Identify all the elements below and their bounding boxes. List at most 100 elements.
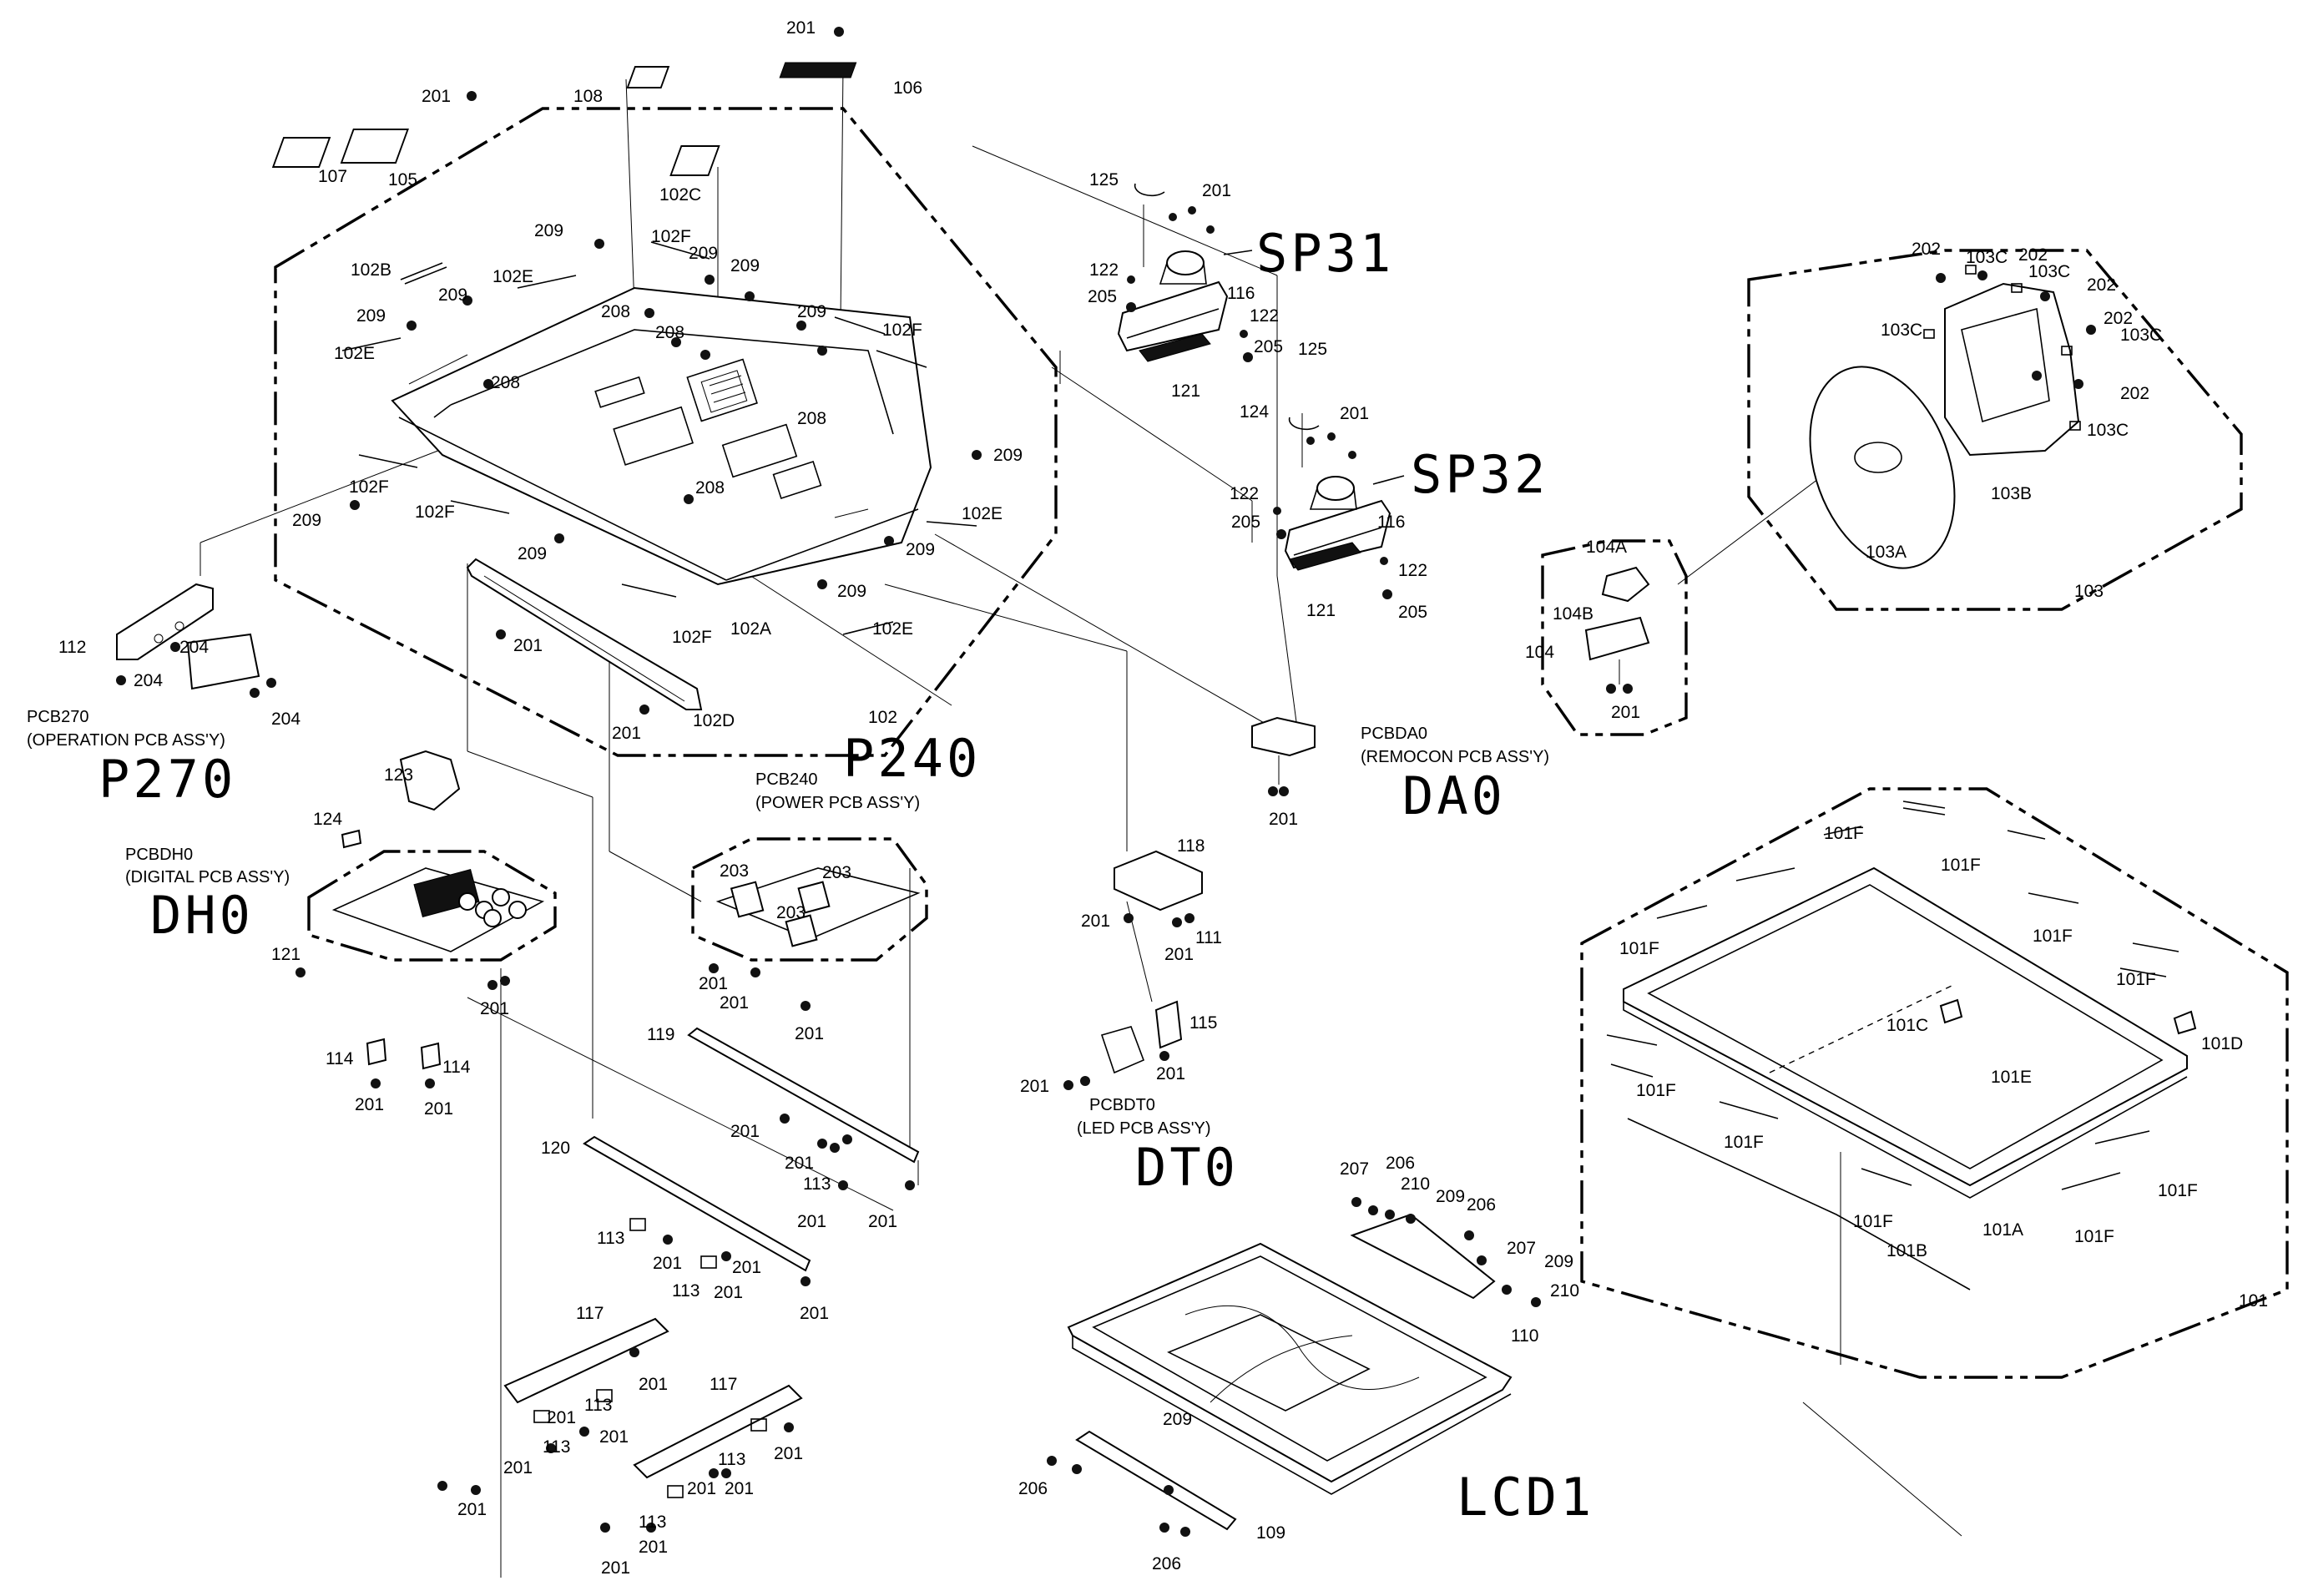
group-boundary-power-pcb — [691, 837, 928, 962]
part-label: 204 — [271, 710, 301, 729]
part-label: 201 — [1156, 1064, 1185, 1083]
part-label: 209 — [993, 446, 1023, 465]
handwritten-mark-p240: P240 — [843, 728, 981, 789]
part-label: 114 — [326, 1049, 354, 1068]
part-label: 101C — [1886, 1016, 1928, 1035]
part-label: 103C — [2087, 421, 2129, 440]
pcb-code-operation: PCB270 — [27, 708, 89, 726]
part-label: 201 — [797, 1212, 826, 1231]
part-label: 104B — [1553, 604, 1593, 624]
part-label: 201 — [714, 1283, 743, 1302]
part-label: 201 — [355, 1095, 384, 1114]
part-label: 110 — [1511, 1326, 1538, 1346]
digital-pcb — [295, 750, 545, 1088]
handwritten-mark-sp32: SP32 — [1411, 444, 1548, 505]
handwritten-mark-sp31: SP31 — [1256, 223, 1394, 284]
pcb-desc-remocon: (REMOCON PCB ASS'Y) — [1361, 748, 1549, 766]
part-label: 208 — [601, 302, 630, 321]
part-label: 121 — [271, 945, 301, 964]
part-label: 201 — [653, 1254, 682, 1273]
handwritten-mark-p270: P270 — [98, 749, 236, 810]
handwritten-mark-dt0: DT0 — [1135, 1137, 1239, 1198]
part-label: 203 — [776, 903, 806, 922]
part-label: 204 — [134, 671, 163, 690]
part-label: 201 — [774, 1444, 803, 1463]
part-label: 201 — [1202, 181, 1231, 200]
group-boundary-102 — [274, 107, 1058, 757]
part-label: 201 — [457, 1500, 487, 1519]
part-label: 103A — [1866, 543, 1907, 562]
part-label: 202 — [1912, 240, 1941, 259]
assembly-label: 102 — [868, 708, 897, 727]
assembly-label: 101 — [2239, 1291, 2268, 1311]
part-label: 209 — [292, 511, 321, 530]
part-label: 112 — [58, 638, 86, 657]
part-label: 102E — [872, 619, 913, 639]
part-label: 206 — [1386, 1154, 1415, 1173]
part-label: 113 — [803, 1174, 831, 1194]
part-label: 206 — [1018, 1479, 1048, 1498]
part-label: 103C — [1881, 321, 1922, 340]
part-label: 208 — [797, 409, 826, 428]
part-label: 122 — [1089, 260, 1119, 280]
part-label: 113 — [543, 1437, 570, 1457]
bracket-117-right — [600, 1384, 803, 1533]
part-label: 101E — [1991, 1068, 2032, 1087]
part-label: 205 — [1231, 513, 1260, 532]
front-frame-tape-strips — [1606, 801, 2179, 1190]
rear-cover-vent-grid — [700, 370, 748, 413]
part-label: 207 — [1507, 1239, 1536, 1258]
operation-pcb-assembly — [116, 583, 276, 698]
part-label: 113 — [639, 1513, 666, 1532]
part-label: 202 — [2104, 309, 2133, 328]
speaker-sp31 — [1117, 183, 1253, 362]
part-label: 121 — [1306, 601, 1336, 620]
part-label: 201 — [725, 1479, 754, 1498]
part-label: 201 — [422, 87, 451, 106]
part-label: 124 — [313, 810, 342, 829]
part-label: 209 — [534, 221, 563, 240]
bracket-115 — [1063, 1000, 1183, 1090]
part-label: 202 — [2087, 275, 2116, 295]
part-label: 209 — [438, 285, 467, 305]
part-label: 102F — [349, 477, 389, 497]
part-label: 201 — [513, 636, 543, 655]
part-label: 117 — [710, 1375, 737, 1394]
part-label: 209 — [1544, 1252, 1573, 1271]
part-label: 113 — [718, 1450, 745, 1469]
part-label: 101F — [2158, 1181, 2198, 1200]
part-label: 101F — [1636, 1081, 1676, 1100]
part-label: 101F — [2074, 1227, 2114, 1246]
pcb-code-led: PCBDT0 — [1089, 1096, 1155, 1114]
part-label: 125 — [1298, 340, 1327, 359]
part-label: 122 — [1398, 561, 1427, 580]
assembly-label: 103 — [2074, 582, 2104, 601]
part-label: 204 — [179, 638, 209, 657]
pcb-code-remocon: PCBDA0 — [1361, 725, 1427, 743]
part-label: 121 — [1171, 381, 1200, 401]
pcb-code-digital: PCBDH0 — [125, 846, 193, 864]
lcd-panel — [1067, 1197, 1541, 1495]
part-label: 201 — [795, 1024, 824, 1043]
part-label: 209 — [518, 544, 547, 563]
part-label: 114 — [442, 1058, 471, 1077]
part-label: 101F — [1619, 939, 1659, 958]
part-label: 123 — [384, 765, 413, 785]
part-label: 201 — [1269, 810, 1298, 829]
pcb-assembly-labels: PCB270 (OPERATION PCB ASS'Y) PCB240 (POW… — [27, 708, 1549, 1138]
part-label: 101D — [2201, 1034, 2243, 1053]
part-label: 201 — [800, 1304, 829, 1323]
remocon-pcb — [1251, 716, 1316, 796]
part-label: 201 — [639, 1538, 668, 1557]
part-label: 102D — [693, 711, 735, 730]
part-label: 207 — [1340, 1159, 1369, 1179]
power-pcb — [709, 867, 921, 1011]
part-label: 201 — [1020, 1077, 1049, 1096]
part-label: 102E — [962, 504, 1003, 523]
part-label: 125 — [1089, 170, 1119, 189]
part-label: 118 — [1177, 836, 1205, 856]
small-part-sheets — [271, 62, 977, 635]
part-label: 102C — [659, 185, 701, 205]
part-label: 201 — [868, 1212, 897, 1231]
